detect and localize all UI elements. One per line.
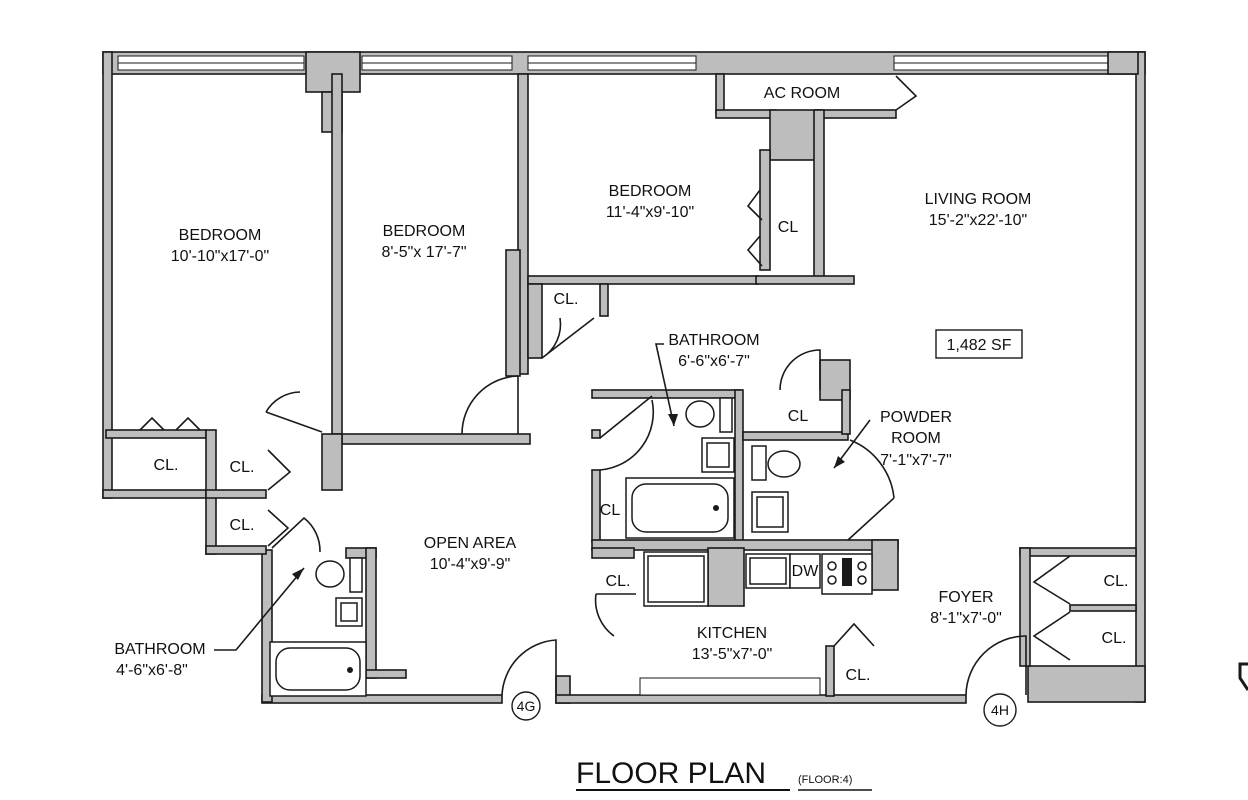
powder-room-name-1: POWDER <box>880 409 952 426</box>
bedroom3-name: BEDROOM <box>609 183 692 200</box>
closet-kitchen-right: CL. <box>846 667 871 684</box>
unit-4h-marker <box>983 693 1017 727</box>
open-area-dim: 10'-4"x9'-9" <box>430 556 511 573</box>
open-area-name: OPEN AREA <box>424 535 517 552</box>
closet-foyer-bottom: CL. <box>1102 630 1127 647</box>
closet-bedroom3: CL. <box>554 291 579 308</box>
bedroom2-name: BEDROOM <box>383 223 466 240</box>
plan-subtitle: (FLOOR:4) <box>798 774 852 786</box>
closet-kitchen-left: CL. <box>606 573 631 590</box>
closet-foyer-top: CL. <box>1104 573 1129 590</box>
unit-4g-marker <box>511 691 541 721</box>
area-badge <box>935 329 1023 359</box>
bathroom-small-dim: 4'-6"x6'-8" <box>116 662 188 679</box>
unit-markers: 4G 4H <box>511 691 1017 727</box>
closet-bath: CL <box>600 502 621 519</box>
closet-living: CL <box>778 219 799 236</box>
powder-room-dim: 7'-1"x7'-7" <box>880 452 952 469</box>
closet-labels: CL. CL. CL. CL. CL CL CL CL. CL. CL. CL.… <box>154 219 1129 684</box>
bathroom-small-name: BATHROOM <box>114 641 205 658</box>
living-room-dim: 15'-2"x22'-10" <box>929 212 1027 229</box>
interior-walls <box>105 73 1137 703</box>
bathroom-main-name: BATHROOM <box>668 332 759 349</box>
bedroom1-name: BEDROOM <box>179 227 262 244</box>
ac-room-name: AC ROOM <box>764 85 840 102</box>
living-room-name: LIVING ROOM <box>925 191 1032 208</box>
bedroom3-dim: 11'-4"x9'-10" <box>606 204 694 221</box>
doors <box>139 75 1071 696</box>
unit-4g-label: 4G <box>517 698 536 714</box>
unit-4h-label: 4H <box>991 702 1009 718</box>
north-arrow-icon <box>1238 662 1248 691</box>
bedroom1-dim: 10'-10"x17'-0" <box>171 248 269 265</box>
closet-bedroom1: CL. <box>154 457 179 474</box>
area-label: 1,482 SF <box>947 337 1012 354</box>
closet-hall-bottom: CL. <box>230 517 255 534</box>
foyer-dim: 8'-1"x7'-0" <box>930 610 1002 627</box>
bedroom2-dim: 8'-5"x 17'-7" <box>381 244 466 261</box>
windows <box>117 55 1109 71</box>
dishwasher-label: DW <box>792 563 820 580</box>
closet-hall-top: CL. <box>230 459 255 476</box>
plan-title: FLOOR PLAN <box>576 757 766 790</box>
exterior-walls <box>102 51 1146 704</box>
room-labels: BEDROOM 10'-10"x17'-0" BEDROOM 8'-5"x 17… <box>114 85 1031 679</box>
kitchen-dim: 13'-5"x7'-0" <box>692 646 773 663</box>
bathroom-main-dim: 6'-6"x6'-7" <box>678 353 750 370</box>
foyer-name: FOYER <box>938 589 993 606</box>
fixtures <box>269 397 873 697</box>
kitchen-name: KITCHEN <box>697 625 767 642</box>
closet-linen: CL <box>788 408 809 425</box>
powder-room-name-2: ROOM <box>891 430 941 447</box>
